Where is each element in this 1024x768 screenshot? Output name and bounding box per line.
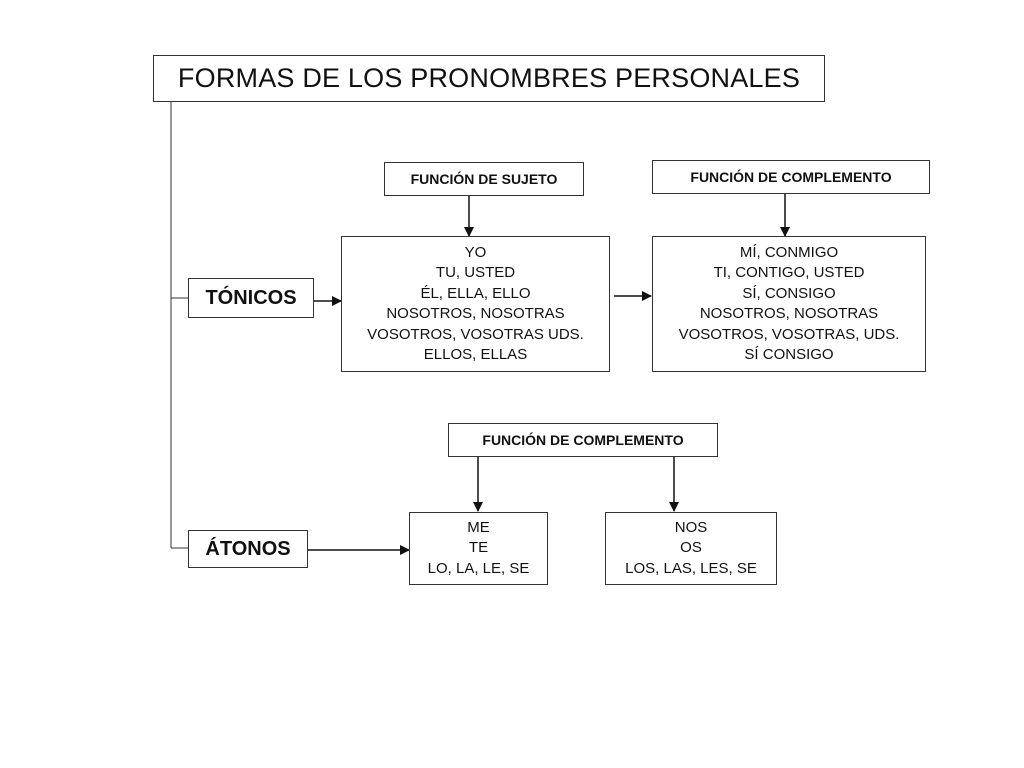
pronoun-item: ELLOS, ELLAS [423,346,528,363]
category-atonos: ÁTONOS [188,530,308,568]
pronoun-item: TU, USTED [435,264,516,281]
pronoun-item: NOS [674,518,708,536]
pronoun-item: YO [464,243,487,261]
category-tonicos: TÓNICOS [188,278,314,318]
pronoun-item: VOSOTROS, VOSOTRAS UDS. [367,325,584,343]
pronoun-item: ME [467,518,490,536]
pronoun-item: TI, CONTIGO, USTED [713,264,865,281]
list-atonos-singular: ME TE LO, LA, LE, SE [409,512,548,585]
pronoun-item: SÍ CONSIGO [744,346,834,363]
pronoun-item: NOSOTROS, NOSOTRAS [386,305,565,322]
list-tonicos-sujeto: YO TU, USTED ÉL, ELLA, ELLO NOSOTROS, NO… [341,236,610,372]
list-atonos-plural: NOS OS LOS, LAS, LES, SE [605,512,777,585]
diagram-title: FORMAS DE LOS PRONOMBRES PERSONALES [153,55,825,102]
pronoun-item: TE [468,539,489,557]
pronoun-item: OS [680,539,702,557]
header-funcion-complemento-tonico: FUNCIÓN DE COMPLEMENTO [652,160,930,194]
pronoun-item: MÍ, CONMIGO [739,243,839,261]
header-funcion-complemento-atono: FUNCIÓN DE COMPLEMENTO [448,423,718,457]
pronoun-item: LOS, LAS, LES, SE [625,559,757,577]
pronoun-item: SÍ, CONSIGO [742,284,836,302]
header-funcion-sujeto: FUNCIÓN DE SUJETO [384,162,584,196]
pronoun-item: ÉL, ELLA, ELLO [420,284,531,302]
list-tonicos-complemento: MÍ, CONMIGO TI, CONTIGO, USTED SÍ, CONSI… [652,236,926,372]
pronoun-item: VOSOTROS, VOSOTRAS, UDS. [678,325,900,343]
pronoun-item: LO, LA, LE, SE [427,559,530,577]
pronoun-item: NOSOTROS, NOSOTRAS [699,305,879,322]
